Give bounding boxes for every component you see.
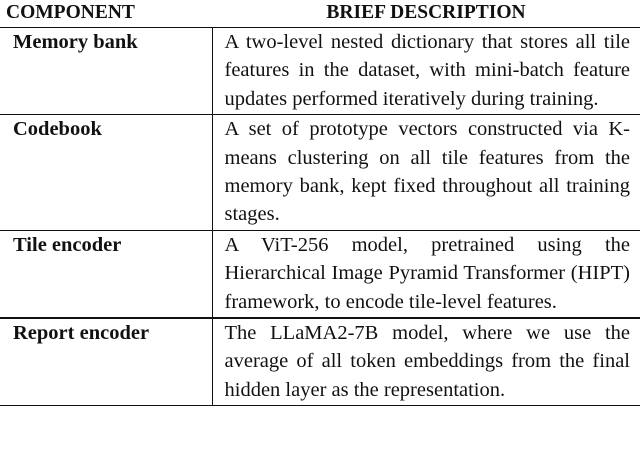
header-component: COMPONENT [0,0,212,28]
table-row-memory-bank: Memory bank A two-level nested dictionar… [0,27,640,115]
table-row-codebook: Codebook A set of prototype vectors cons… [0,114,640,231]
cell-component: Memory bank [0,27,213,115]
cell-component: Report encoder [0,317,213,407]
component-table: COMPONENT BRIEF DESCRIPTION Memory bank … [0,0,640,407]
cell-component: Codebook [0,114,213,231]
cell-description: The LLaMA2-7B model, where we use the av… [212,317,640,407]
cell-description: A set of prototype vectors constructed v… [212,114,640,231]
table-row-tile-encoder: Tile encoder A ViT-256 model, pretrained… [0,229,640,319]
table-header: COMPONENT BRIEF DESCRIPTION [0,0,640,28]
header-description: BRIEF DESCRIPTION [212,0,640,28]
cell-description: A ViT-256 model, pretrained using the Hi… [212,229,640,319]
cell-description: A two-level nested dictionary that store… [224,31,631,110]
table-row-report-encoder: Report encoder The LLaMA2-7B model, wher… [0,317,640,407]
header-row: COMPONENT BRIEF DESCRIPTION [0,0,640,28]
cell-component: Tile encoder [0,229,213,319]
table-body: Memory bank A two-level nested dictionar… [0,27,640,407]
